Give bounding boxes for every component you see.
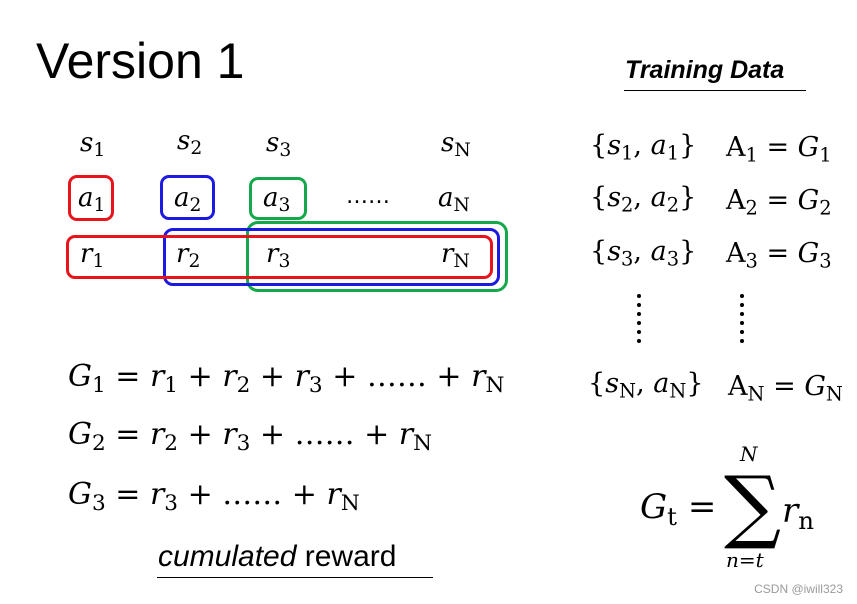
training-target-N: AN = GN [728, 371, 843, 406]
action-a1: a1 [78, 183, 106, 217]
training-pair-3: {s3, a3} [590, 236, 697, 271]
action-a2: a2 [174, 183, 202, 217]
reward-box-blue [163, 228, 500, 286]
training-pair-2: {s2, a2} [590, 182, 697, 217]
state-s3: s3 [266, 128, 292, 162]
training-target-2: A2 = G2 [726, 185, 832, 220]
state-s2: s2 [177, 126, 203, 160]
watermark: CSDN @iwill323 [754, 582, 843, 596]
action-a3: a3 [263, 183, 291, 217]
training-data-underline [624, 90, 806, 91]
formula-lower-limit: n=t [726, 548, 764, 572]
reward-rN: rN [441, 239, 470, 273]
state-s1: s1 [80, 128, 106, 162]
action-box-green [249, 177, 307, 220]
training-target-3: A3 = G3 [726, 238, 832, 273]
reward-r2: r2 [176, 239, 201, 273]
equation-g3: G3 = r3 + …… + rN [68, 477, 360, 517]
vertical-dots-pair [637, 294, 641, 343]
formula-upper-limit: N [740, 442, 758, 466]
reward-box-red [66, 235, 493, 279]
vertical-dots-target [740, 294, 744, 343]
action-aN: aN [438, 183, 470, 217]
formula-lhs: Gt = [640, 487, 717, 531]
caption-underline [157, 577, 433, 578]
equation-g2: G2 = r2 + r3 + …… + rN [68, 417, 433, 457]
training-pair-N: {sN, aN} [588, 368, 704, 403]
reward-box-green [246, 221, 508, 292]
reward-r1: r1 [80, 239, 105, 273]
state-sN: sN [441, 128, 471, 162]
cumulated-reward-caption: cumulated reward [158, 540, 397, 573]
training-data-title: Training Data [625, 56, 785, 84]
equation-g1: G1 = r1 + r2 + r3 + …… + rN [68, 359, 505, 399]
reward-r3: r3 [266, 239, 291, 273]
action-box-blue [160, 175, 215, 220]
action-box-red [68, 175, 114, 221]
action-ellipsis: …… [346, 184, 390, 209]
summation-sign: ∑ [724, 459, 782, 552]
formula-term: rn [782, 491, 815, 535]
page-title: Version 1 [36, 33, 245, 89]
training-target-1: A1 = G1 [726, 132, 832, 167]
training-pair-1: {s1, a1} [590, 130, 697, 165]
